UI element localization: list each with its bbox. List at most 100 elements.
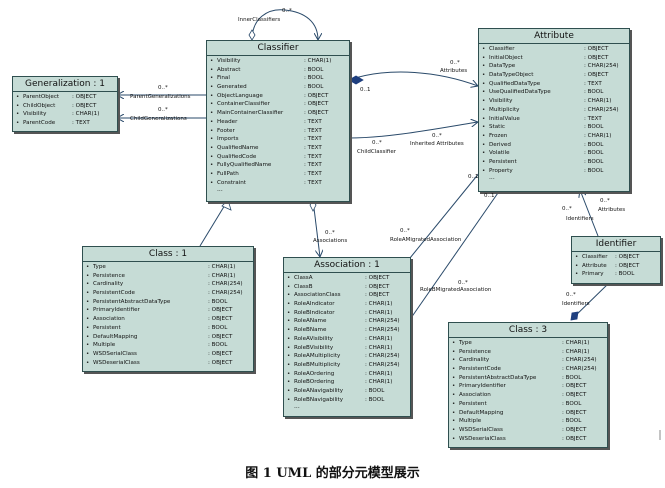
bullet-icon: •: [16, 111, 20, 118]
attribute-row: •Property: BOOL: [482, 167, 626, 176]
class-association1-attrs: •ClassA: OBJECT•ClassB: OBJECT•Associati…: [284, 273, 410, 410]
class-identifier[interactable]: Identifier •Classifier: OBJECT•Attribute…: [571, 236, 661, 284]
attribute-name: ClassA: [294, 275, 313, 281]
attribute-name: Classifier: [489, 46, 515, 52]
attribute-type: : OBJECT: [208, 316, 233, 323]
attribute-type: : CHAR(1): [72, 111, 100, 118]
attribute-type: : CHAR(1): [365, 344, 393, 351]
attribute-name: RoleBMultiplicity: [294, 361, 341, 368]
attribute-type: : BOOL: [562, 418, 582, 425]
attribute-name: Multiple: [93, 342, 116, 349]
class-class1[interactable]: Class : 1 •Type: CHAR(1)•Persistence: CH…: [82, 246, 254, 372]
bullet-icon: •: [86, 264, 90, 270]
bullet-icon: •: [86, 307, 90, 314]
attribute-row: •Header: TEXT: [210, 118, 346, 127]
label-attributes: Attributes: [440, 68, 468, 74]
attribute-row: •Imports: TEXT: [210, 135, 346, 144]
attribute-row: •ClassB: OBJECT: [287, 283, 407, 292]
attribute-name: PrimaryIdentifier: [459, 383, 506, 390]
label-inner-classifiers: InnerClassifiers: [238, 17, 281, 23]
attribute-name: Multiple: [459, 418, 482, 425]
attribute-row: •WSDeserialClass: OBJECT: [86, 359, 250, 368]
class-classifier-title: Classifier: [207, 41, 349, 56]
attribute-name: PersistentCode: [459, 366, 501, 373]
attribute-name: RoleBIndicator: [294, 309, 335, 316]
attribute-type: : CHAR(1): [208, 264, 236, 270]
bullet-icon: •: [482, 72, 486, 79]
attribute-type: : OBJECT: [208, 333, 233, 340]
attribute-type: : CHAR(1): [584, 132, 612, 139]
bullet-icon: •: [287, 309, 291, 316]
class-identifier-title: Identifier: [572, 237, 660, 252]
class-class3[interactable]: Class : 3 •Type: CHAR(1)•Persistence: CH…: [448, 322, 608, 448]
attribute-row: •DefaultMapping: OBJECT: [86, 333, 250, 342]
class-attribute[interactable]: Attribute •Classifier: OBJECT•InitialObj…: [478, 28, 630, 192]
bullet-icon: •: [86, 281, 90, 288]
attribute-type: : OBJECT: [584, 72, 609, 79]
attribute-row: •InitialValue: TEXT: [482, 115, 626, 124]
class-association1[interactable]: Association : 1 •ClassA: OBJECT•ClassB: …: [283, 257, 411, 417]
attribute-row: •Multiplicity: CHAR(254): [482, 106, 626, 115]
attribute-name: ContainerClassifier: [217, 101, 270, 108]
attribute-type: : BOOL: [584, 150, 604, 157]
attribute-name: Header: [217, 118, 238, 125]
class-generalization-attrs: •ParentObject: OBJECT•ChildObject: OBJEC…: [13, 92, 117, 128]
attribute-type: : BOOL: [584, 167, 604, 174]
bullet-icon: •: [482, 158, 486, 165]
attribute-row: •PersistentCode: CHAR(254): [86, 289, 250, 298]
attribute-name: Type: [459, 340, 472, 346]
attribute-name: WSDeserialClass: [459, 435, 506, 442]
class-class3-title: Class : 3: [449, 323, 607, 338]
bullet-icon: •: [210, 179, 214, 186]
label-identifiers-top: Identifiers: [566, 216, 594, 222]
class-generalization[interactable]: Generalization : 1 •ParentObject: OBJECT…: [12, 76, 118, 132]
attribute-row: •Persistent: BOOL: [482, 158, 626, 167]
attribute-row: •Cardinality: CHAR(254): [86, 280, 250, 289]
attribute-name: FullPath: [217, 170, 239, 177]
attribute-name: RoleAOrdering: [294, 370, 335, 377]
attribute-type: : TEXT: [304, 127, 322, 134]
bullet-icon: •: [482, 89, 486, 96]
attribute-row: •Final: BOOL: [210, 74, 346, 83]
attribute-row: •Abstract: BOOL: [210, 66, 346, 75]
attribute-name: PrimaryIdentifier: [93, 307, 140, 314]
class3-identifiers-diamond: [570, 311, 579, 321]
attribute-name: Persistent: [459, 400, 487, 407]
bullet-icon: •: [482, 106, 486, 113]
bullet-icon: •: [210, 66, 214, 73]
bullet-icon: •: [210, 58, 214, 64]
attribute-type: : OBJECT: [562, 426, 587, 433]
attribute-name: PersistentAbstractDataType: [459, 374, 537, 381]
bullet-icon: •: [210, 110, 214, 117]
bullet-icon: •: [86, 298, 90, 305]
attribute-row: •Derived: BOOL: [482, 141, 626, 150]
bullet-icon: •: [210, 153, 214, 160]
class-classifier[interactable]: Classifier •Visibility: CHAR(1)•Abstract…: [206, 40, 350, 202]
attribute-name: InitialValue: [489, 115, 520, 122]
attribute-name: DefaultMapping: [459, 409, 504, 416]
attribute-name: Constraint: [217, 179, 247, 186]
attribute-name: ObjectLanguage: [217, 92, 263, 99]
bullet-icon: •: [452, 435, 456, 442]
bullet-icon: •: [452, 340, 456, 346]
attribute-type: : TEXT: [584, 115, 602, 122]
attribute-type: : CHAR(254): [365, 327, 400, 334]
attribute-type: : TEXT: [584, 80, 602, 87]
attribute-name: RoleAIndicator: [294, 301, 335, 308]
attribute-row: •Constraint : TEXT: [210, 179, 346, 188]
class-generalization-title: Generalization : 1: [13, 77, 117, 92]
attribute-row: •Frozen: CHAR(1): [482, 132, 626, 141]
attribute-row: •Association: OBJECT: [86, 315, 250, 324]
attribute-name: Footer: [217, 127, 235, 134]
label-id-attributes-mult: 0..*: [600, 198, 610, 204]
attribute-type: : TEXT: [304, 118, 322, 125]
attribute-type: : OBJECT: [615, 254, 640, 260]
attribute-type: : TEXT: [304, 179, 322, 186]
attribute-type: : BOOL: [584, 124, 604, 131]
attribute-name: RoleANavigability: [294, 387, 344, 394]
attribute-row: •Volatile: BOOL: [482, 149, 626, 158]
attribute-name: Association: [93, 316, 125, 323]
attribute-row: •Static: BOOL: [482, 123, 626, 132]
attribute-row: •ParentCode: TEXT: [16, 119, 114, 128]
attribute-name: Visibility: [489, 98, 513, 105]
